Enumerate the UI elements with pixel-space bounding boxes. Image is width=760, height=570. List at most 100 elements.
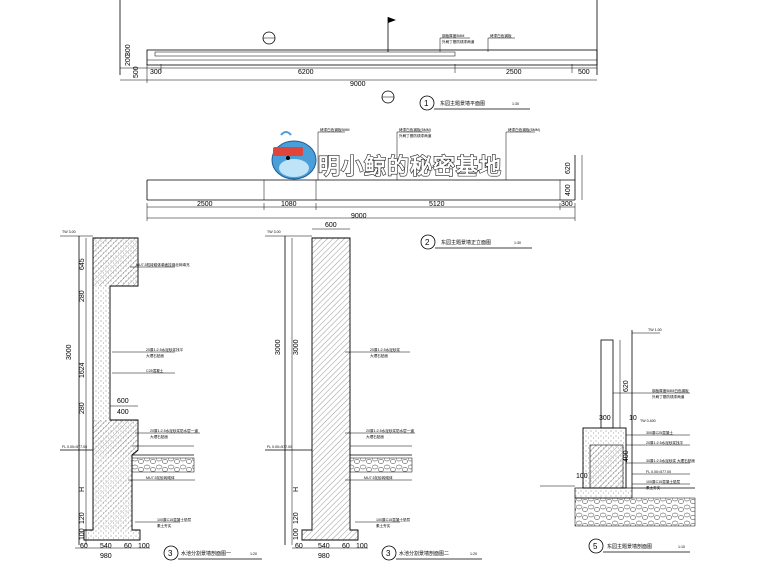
section-a-bottom-dim: 60	[80, 543, 88, 550]
section-c-note: FL 0.00=577.00	[646, 470, 671, 474]
section-b-note: MU7.5灰砂砖砌体	[364, 475, 393, 480]
elevation-dim-right: 620	[565, 162, 572, 174]
section-a-fl: FL 0.00=577.00	[62, 445, 87, 449]
elevation-note: 烤漆白色钢板(5MM)	[508, 127, 540, 132]
section-b-title: 水池分割景墙剖面图二	[399, 550, 449, 557]
section-b-scale: 1:20	[470, 552, 477, 556]
section-a-dim: 280	[79, 402, 86, 414]
plan-note: 钢板厚度5MM	[442, 33, 464, 38]
elevation-dim-right: 400	[565, 184, 572, 196]
section-a-bottom-dim: 100	[138, 543, 150, 550]
section-b-bottom-dim: 60	[342, 543, 350, 550]
section-a-dim: 1624	[79, 362, 86, 378]
section-a-dim: 280	[79, 290, 86, 302]
section-a-inner-dim: 600	[117, 398, 129, 405]
section-b-bottom-dim: 980	[318, 553, 330, 560]
plan-dim: 500	[578, 69, 590, 76]
section-b-number: 3	[386, 549, 391, 558]
section-a-note: 20厚1:2.5水泥砂浆找平	[146, 347, 184, 352]
section-b: FL 0.00=577.00 TW 3.00 600 3000 3000 H 1…	[265, 222, 482, 561]
section-b-note: 素土夯实	[376, 523, 391, 528]
section-a-note: 大理石贴面	[150, 434, 168, 439]
elevation-number: 2	[425, 238, 430, 247]
section-c-note: 钢板厚度5MM白色钢板	[652, 388, 689, 393]
section-a-note: 大理石贴面	[146, 353, 164, 358]
whale-logo-icon	[271, 131, 317, 180]
section-b-note: 20厚1:2.5水泥砂浆防水层一道	[366, 428, 414, 433]
section-c-left-dim: 10	[629, 415, 637, 422]
section-a-note: C25混凝土	[146, 368, 164, 373]
section-c-dim: 620	[623, 380, 630, 392]
plan-dim-left: 200	[125, 54, 132, 66]
section-b-top: TW 3.00	[267, 230, 281, 234]
section-b-dim: 3000	[293, 339, 300, 355]
plan-dim: 6200	[298, 69, 314, 76]
plan-number: 1	[424, 99, 429, 108]
section-b-top-dim: 600	[325, 222, 337, 229]
plan-scale: 1:30	[512, 102, 519, 106]
section-a-number: 3	[168, 549, 173, 558]
section-b-note: 20厚1:2.5水泥砂浆	[370, 347, 400, 352]
elevation-note: 烤漆白色钢板(5MM)	[399, 127, 431, 132]
section-a-note: 素土夯实	[157, 523, 172, 528]
section-b-bottom-dim: 540	[318, 543, 330, 550]
section-b-dim: 100	[293, 528, 300, 540]
section-c-left-dim: 100	[576, 473, 588, 480]
elevation-view: 烤漆白色钢板5MM 烤漆白色钢板(5MM) 外刷丁基防锈漆两道 烤漆白色钢板(5…	[146, 127, 583, 250]
watermark-text: 明小鲸的秘密基地	[318, 154, 502, 180]
section-c-note: 外刷丁基防锈漆两道	[652, 394, 685, 399]
section-a-scale: 1:20	[250, 552, 257, 556]
section-b-bottom-dim: 100	[356, 543, 368, 550]
plan-dim: 2500	[506, 69, 522, 76]
elevation-dim: 2500	[197, 201, 213, 208]
elevation-note: 烤漆白色钢板5MM	[320, 127, 350, 132]
section-b-note: 大理石贴面	[366, 434, 384, 439]
plan-title: 东园主题景墙平面图	[440, 100, 485, 107]
section-a-title: 水池分割景墙剖面图一	[181, 550, 231, 557]
section-a-note: MU7.5灰砂砖砌体	[146, 475, 175, 480]
section-a-bottom-dim: 540	[100, 543, 112, 550]
plan-note: 外刷丁基防锈漆两道	[442, 39, 475, 44]
section-c-note: 30厚1:2.5水泥砂浆 大理石贴面	[646, 458, 695, 463]
section-c-note: 素土夯实	[646, 485, 661, 490]
section-c-dim: 400	[623, 450, 630, 462]
plan-dim: 300	[150, 69, 162, 76]
flag-icon	[388, 17, 396, 23]
section-b-note: 大理石贴面	[370, 353, 388, 358]
elevation-scale: 1:30	[514, 241, 521, 245]
section-b-dim: H	[293, 487, 300, 492]
elevation-note: 外刷丁基防锈漆两道	[399, 133, 432, 138]
section-b-bottom-dim: 60	[295, 543, 303, 550]
section-c-number: 5	[593, 542, 598, 551]
section-a-dim: H	[79, 487, 86, 492]
section-a-note: 100厚C15混凝土垫层	[157, 517, 192, 522]
section-c-top: TW 1.00	[648, 328, 662, 332]
section-a-inner-dim: 400	[117, 409, 129, 416]
plan-view: 300 6200 2500 500 9000 300 200 500 钢板厚度5…	[119, 0, 598, 111]
section-b-note: 100厚C15混凝土垫层	[376, 517, 411, 522]
section-c-mid: TW 0.400	[640, 419, 656, 423]
section-a-note: MU7.5机砖砌体单面挂钢丝网填充	[136, 262, 190, 267]
plan-dim-left: 300	[125, 44, 132, 56]
section-c-left-dim: 300	[599, 415, 611, 422]
section-c-title: 东园主题景墙剖面图	[607, 543, 652, 550]
section-c-note: 20厚1:2.5水泥砂浆找平	[646, 440, 684, 445]
elevation-dim: 5120	[429, 201, 445, 208]
section-a-dim: 3000	[66, 344, 73, 360]
section-a-note: 20厚1:2.5水泥砂浆防水层一道	[150, 428, 198, 433]
elevation-dim: 1080	[281, 201, 297, 208]
section-a: FL 0.00=577.00 TW 3.00 645 280 3000 1624…	[60, 230, 262, 561]
elevation-dim-total: 9000	[351, 213, 367, 220]
section-a-bottom-dim: 60	[124, 543, 132, 550]
elevation-dim: 300	[561, 201, 573, 208]
section-a-dim: 120	[79, 512, 86, 524]
section-c-scale: 1:10	[678, 545, 685, 549]
section-c-note: 300厚C25混凝土	[646, 430, 673, 435]
section-a-dim: 645	[79, 258, 86, 270]
plan-dim-total: 9000	[350, 81, 366, 88]
plan-note: 烤漆白色钢板	[490, 33, 512, 38]
section-a-top: TW 3.00	[62, 230, 76, 234]
section-a-bottom-dim: 980	[100, 553, 112, 560]
section-c: TW 1.00 620 400 300 10 100 TW 0.400 钢板厚度…	[540, 328, 695, 554]
